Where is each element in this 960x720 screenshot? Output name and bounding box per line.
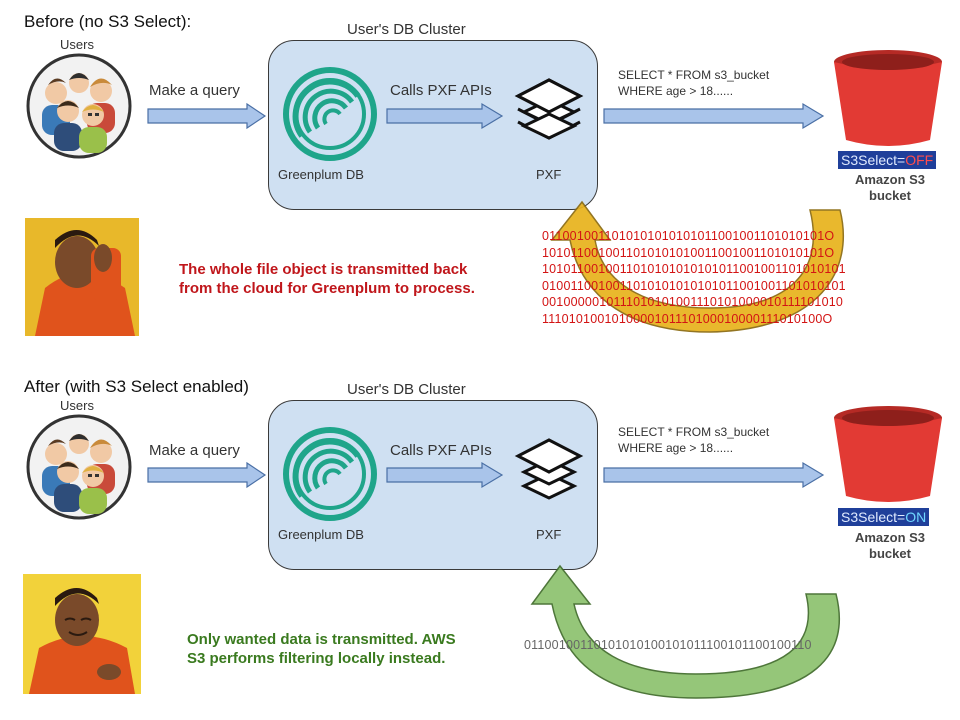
binary-line: 1010110010011010101010101011001001101010… <box>542 262 846 276</box>
pxf-call-arrow <box>386 461 504 489</box>
meme-disapprove-image <box>25 218 139 336</box>
binary-line: 0110010011010101010101011001001101010101… <box>542 229 835 243</box>
before-caption: The whole file object is transmitted bac… <box>179 260 475 298</box>
binary-line: 1010110010011010101010011001001101010101… <box>542 245 835 260</box>
return-arrow <box>550 200 844 333</box>
greenplum-logo-icon <box>283 427 377 521</box>
bucket-label-line-2: bucket <box>869 188 911 203</box>
sql-query-text: SELECT * FROM s3_bucket WHERE age > 18..… <box>618 424 769 456</box>
s3-select-key: S3Select= <box>841 509 906 525</box>
pxf-layers-icon <box>514 78 584 140</box>
before-panel: Before (no S3 Select): Users Make a quer… <box>24 12 942 336</box>
s3-select-value: ON <box>905 509 927 525</box>
pxf-label: PXF <box>536 167 562 182</box>
make-query-label: Make a query <box>149 442 240 459</box>
pxf-call-arrow <box>386 102 504 130</box>
after-panel: After (with S3 Select enabled) Users Mak… <box>0 360 960 720</box>
binary-data-line: 0110010011010101010010101110010110010011… <box>524 638 812 652</box>
before-section-title: Before (no S3 Select): <box>24 12 192 31</box>
pxf-label: PXF <box>536 527 562 542</box>
sql-line-2: WHERE age > 18...... <box>618 441 734 455</box>
sql-line-1: SELECT * FROM s3_bucket <box>618 68 770 82</box>
sql-query-text: SELECT * FROM s3_bucket WHERE age > 18..… <box>618 67 769 99</box>
binary-line: 0010000010111010101001110101000010111101… <box>542 295 844 309</box>
before-caption-line-2: from the cloud for Greenplum to process. <box>179 280 475 297</box>
users-group-icon <box>26 414 132 520</box>
bucket-label-line-1: Amazon S3 <box>854 172 926 187</box>
return-arrow <box>530 564 840 699</box>
users-group-icon <box>26 53 132 159</box>
cluster-label: User's DB Cluster <box>347 21 466 38</box>
binary-line: 0100110010011010101010101011001001101010… <box>542 278 846 293</box>
binary-line: 1110101001010000101110100010000111010100… <box>542 311 833 326</box>
greenplum-label: Greenplum DB <box>278 527 364 542</box>
s3-bucket-icon <box>834 50 942 146</box>
query-arrow <box>147 102 267 130</box>
s3-request-arrow <box>603 461 825 489</box>
cluster-label: User's DB Cluster <box>347 381 466 398</box>
query-arrow <box>147 461 267 489</box>
users-label: Users <box>60 37 94 52</box>
pxf-layers-icon <box>514 438 584 500</box>
before-caption-line-1: The whole file object is transmitted bac… <box>179 261 468 278</box>
sql-line-1: SELECT * FROM s3_bucket <box>618 425 770 439</box>
s3-select-value: OFF <box>905 152 934 168</box>
bucket-label-line-2: bucket <box>869 546 911 561</box>
meme-approve-image <box>23 574 141 694</box>
bucket-label: Amazon S3 bucket <box>838 530 942 562</box>
users-label: Users <box>60 398 94 413</box>
s3-select-status-badge: S3Select=ON <box>838 508 930 526</box>
bucket-label-line-1: Amazon S3 <box>854 530 926 545</box>
after-caption-line-2: S3 performs filtering locally instead. <box>187 650 446 667</box>
s3-select-status-badge: S3Select=OFF <box>838 151 937 169</box>
bucket-label: Amazon S3 bucket <box>838 172 942 204</box>
s3-select-key: S3Select= <box>841 152 906 168</box>
after-section-title: After (with S3 Select enabled) <box>24 377 249 396</box>
s3-request-arrow <box>603 102 825 130</box>
calls-pxf-label: Calls PXF APIs <box>390 442 492 459</box>
greenplum-label: Greenplum DB <box>278 167 364 182</box>
make-query-label: Make a query <box>149 82 240 99</box>
after-caption: Only wanted data is transmitted. AWS S3 … <box>187 630 456 668</box>
greenplum-logo-icon <box>283 67 377 161</box>
sql-line-2: WHERE age > 18...... <box>618 84 734 98</box>
calls-pxf-label: Calls PXF APIs <box>390 82 492 99</box>
binary-data-block: 0110010011010101010101011001001101010101… <box>542 228 846 327</box>
s3-bucket-icon <box>834 406 942 502</box>
after-caption-line-1: Only wanted data is transmitted. AWS <box>187 631 456 648</box>
